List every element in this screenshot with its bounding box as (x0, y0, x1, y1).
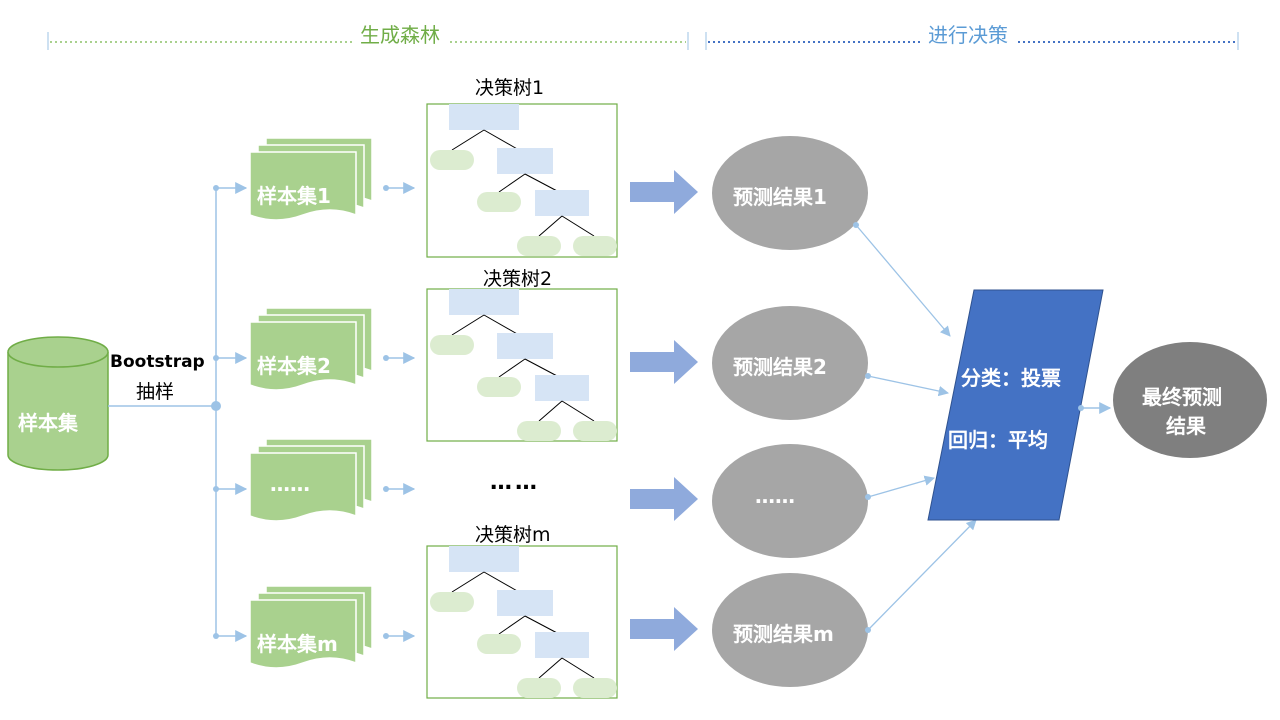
sample-to-tree-connectors (383, 182, 416, 642)
forest-section-title: 生成森林 (352, 19, 448, 48)
sample-m-label: 样本集m (257, 632, 338, 656)
sample-1-label: 样本集1 (257, 184, 331, 208)
decision-section-title: 进行决策 (920, 19, 1016, 48)
block-arrow-1 (630, 170, 698, 214)
tree-ellipsis: …… (490, 470, 540, 495)
prediction-m-ellipse (712, 573, 868, 687)
sample-stack-ellipsis (249, 438, 373, 522)
aggregate-box (927, 289, 1104, 521)
sampling-label: 抽样 (136, 381, 175, 403)
decision-tree-1-thumbnail (426, 103, 618, 258)
decision-tree-2-thumbnail (426, 288, 618, 442)
prediction-2-label: 预测结果2 (733, 355, 827, 379)
bootstrap-connector (108, 182, 248, 642)
final-result-ellipse (1113, 342, 1267, 458)
tree-1-title: 决策树1 (475, 77, 545, 99)
prediction-ellipsis-label: …… (755, 484, 795, 508)
prediction-m-label: 预测结果m (733, 622, 834, 646)
section-header-decision (705, 32, 1239, 50)
prediction-2-ellipse (712, 306, 868, 420)
final-result-line1: 最终预测 (1142, 385, 1222, 409)
decision-tree-m-thumbnail (426, 545, 618, 699)
bootstrap-label: Bootstrap (110, 352, 205, 372)
section-header-forest (47, 32, 689, 50)
final-result-line2: 结果 (1166, 414, 1206, 438)
prediction-1-label: 预测结果1 (733, 185, 827, 209)
block-arrow-ellipsis (630, 477, 698, 521)
sample-set-label: 样本集 (18, 411, 78, 435)
sample-2-label: 样本集2 (257, 354, 331, 378)
classification-vote-label: 分类：投票 (961, 366, 1061, 390)
tree-m-title: 决策树m (475, 524, 551, 546)
block-arrow-m (630, 607, 698, 651)
sample-set-cylinder (7, 336, 109, 471)
regression-average-label: 回归：平均 (948, 428, 1048, 452)
aggregate-to-final-connector (1078, 402, 1112, 414)
tree-2-title: 决策树2 (483, 268, 553, 290)
block-arrow-2 (630, 340, 698, 384)
sample-ellipsis-label: …… (270, 472, 310, 496)
prediction-ellipsis-ellipse (712, 444, 868, 558)
prediction-1-ellipse (712, 136, 868, 250)
prediction-to-aggregate-connectors (853, 222, 977, 633)
